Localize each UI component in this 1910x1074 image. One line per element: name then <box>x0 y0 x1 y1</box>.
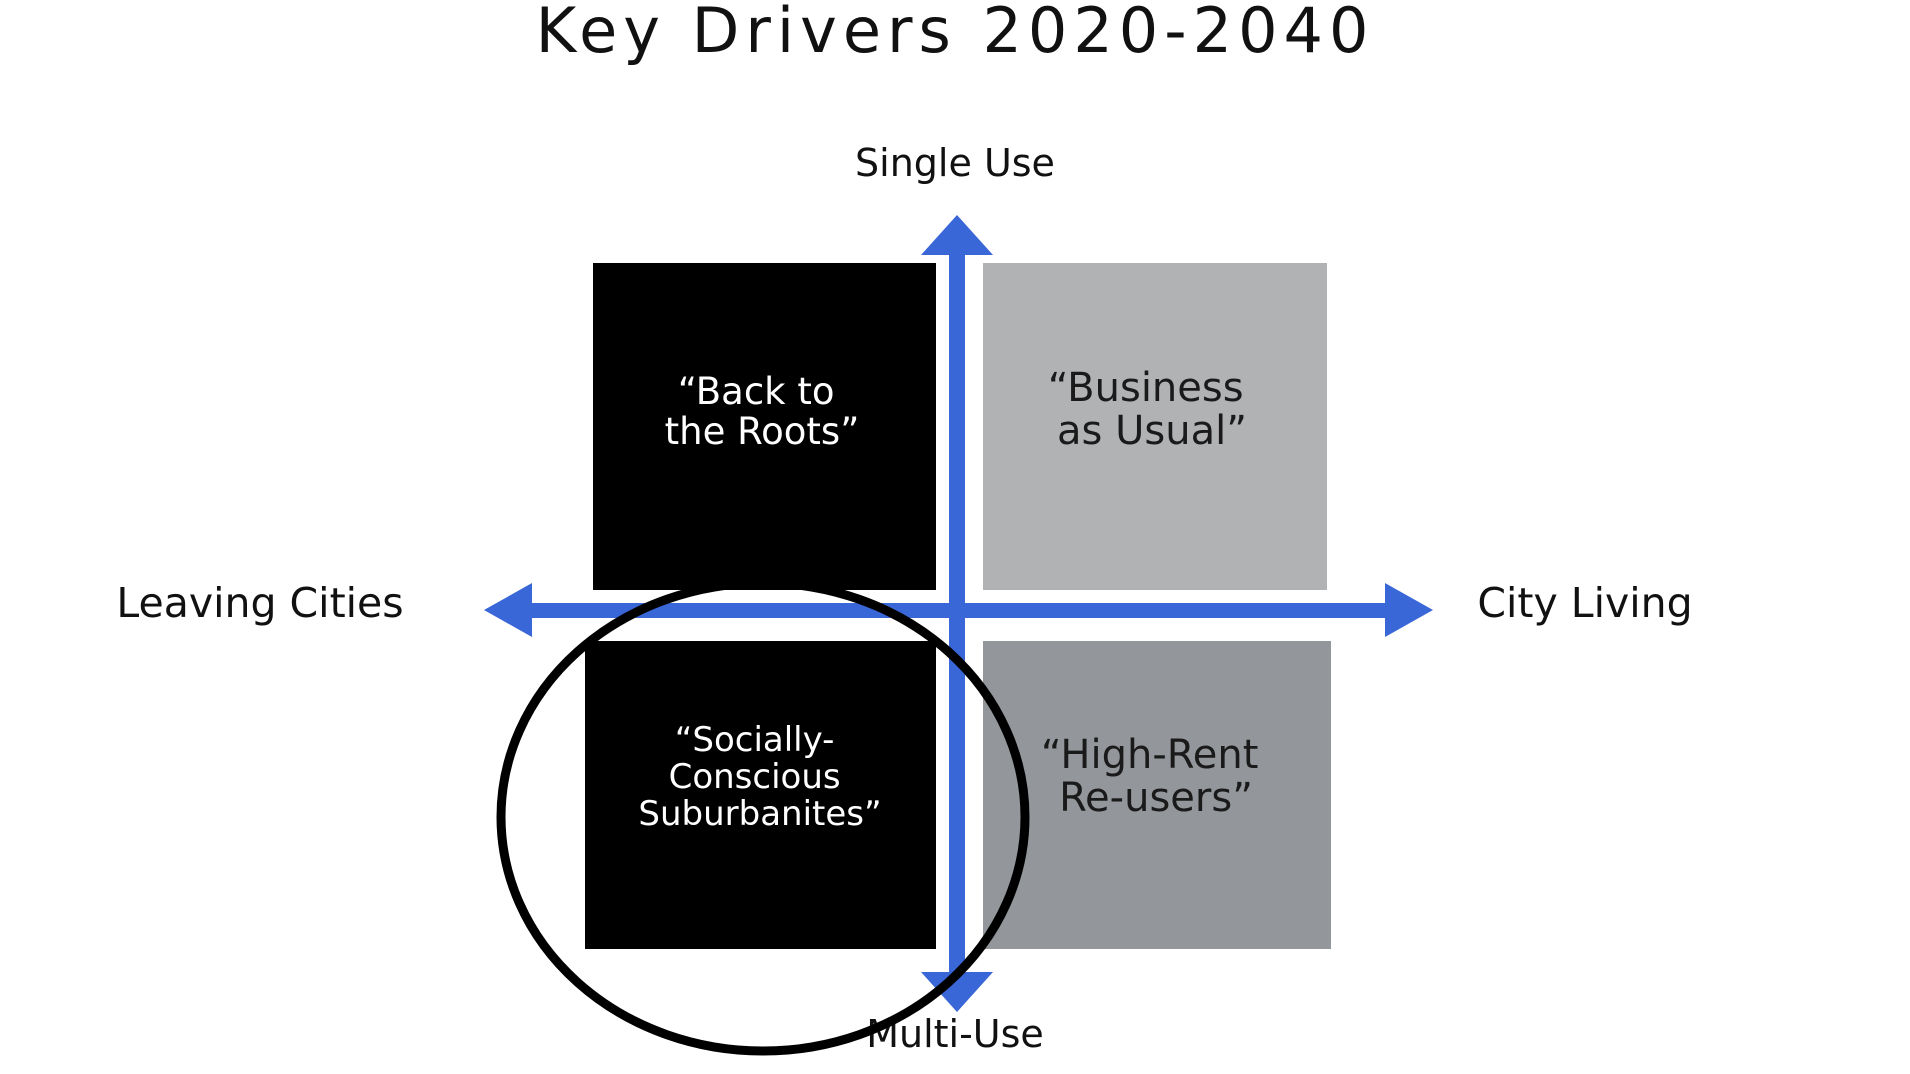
quadrant-top-left-label: “Back to the Roots” <box>665 370 860 453</box>
vertical-axis <box>949 250 965 975</box>
quadrant-bottom-right-line2: Re-users” <box>1059 775 1253 821</box>
quadrant-bottom-right-label: “High-Rent Re-users” <box>1041 732 1271 821</box>
axis-label-right: City Living <box>1477 579 1692 627</box>
quadrant-top-right-label: “Business as Usual” <box>1048 365 1257 454</box>
arrow-left-icon <box>484 583 532 637</box>
quadrant-top-left <box>593 263 936 590</box>
quadrant-top-left-line1: “Back to <box>678 370 835 413</box>
highlight-ellipse <box>496 578 1030 1056</box>
axis-label-top: Single Use <box>855 141 1055 185</box>
axes <box>484 215 1433 1012</box>
quadrant-bottom-left-label: “Socially- Conscious Suburbanites” <box>638 720 881 834</box>
quadrant-bottom-left-line1: “Socially- <box>675 720 835 760</box>
axis-label-left: Leaving Cities <box>116 579 403 627</box>
arrow-up-icon <box>921 215 993 255</box>
quadrant-top-right <box>983 263 1327 590</box>
quadrant-bottom-left-line2: Conscious <box>669 757 841 797</box>
quadrant-top-left-line2: the Roots” <box>665 410 860 453</box>
quadrant-top-right-line2: as Usual” <box>1057 408 1247 454</box>
quadrant-bottom-right-line1: “High-Rent <box>1041 732 1259 778</box>
quadrant-bottom-left <box>585 641 936 949</box>
quadrant-bottom-right <box>983 641 1331 949</box>
quadrant-bottom-left-line3: Suburbanites” <box>638 794 881 834</box>
arrow-down-icon <box>921 972 993 1012</box>
diagram-title: Key Drivers 2020-2040 <box>536 0 1375 67</box>
quadrant-top-right-line1: “Business <box>1048 365 1244 411</box>
arrow-right-icon <box>1385 583 1433 637</box>
